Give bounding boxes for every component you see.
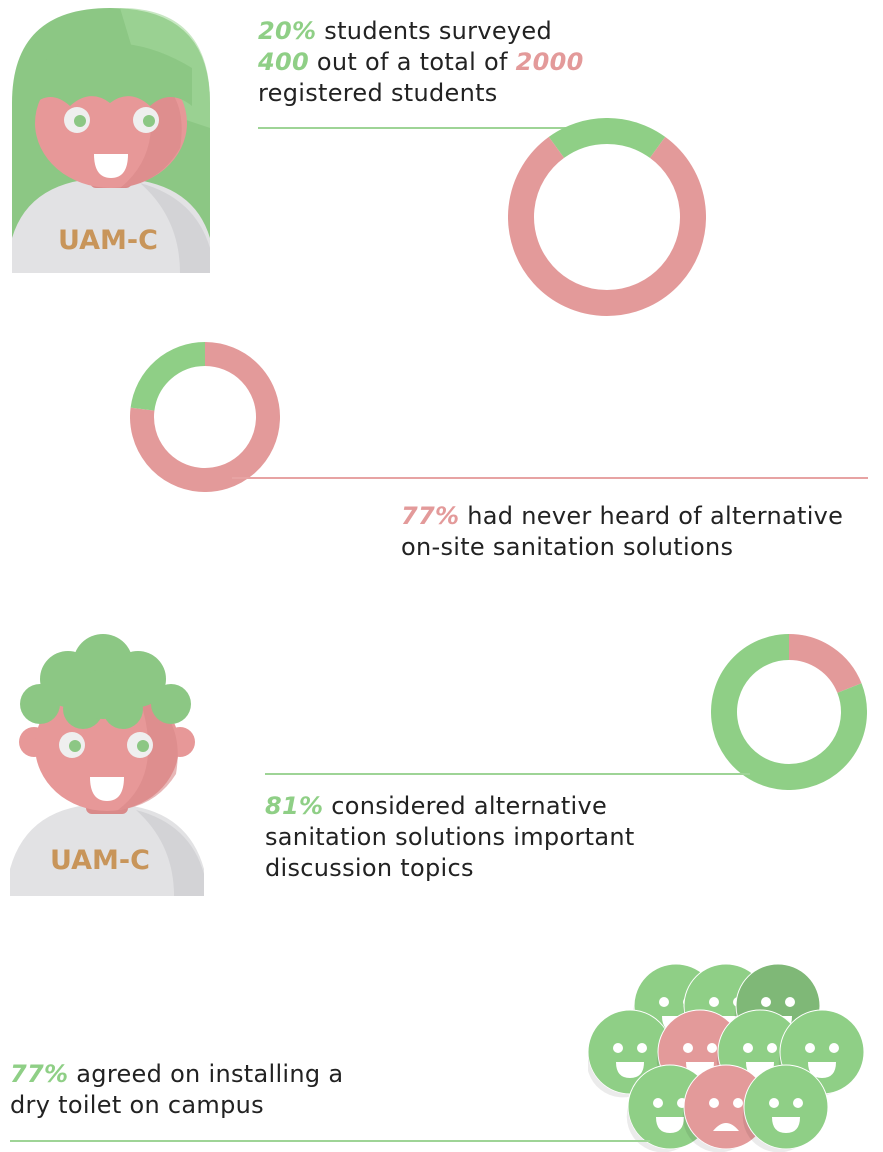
badge-label-1: UAM-C bbox=[58, 225, 158, 256]
donut-chart-2 bbox=[130, 342, 280, 492]
donut-chart-1 bbox=[508, 118, 706, 316]
stat-3-line2: sanitation solutions important bbox=[265, 823, 635, 851]
stat-1-text: 20% students surveyed 400 out of a total… bbox=[258, 16, 584, 109]
stat-1-rule bbox=[258, 127, 568, 129]
sad-face-icon bbox=[682, 1064, 769, 1152]
girl-avatar bbox=[12, 8, 210, 273]
donut-1-segment-surveyed bbox=[548, 118, 666, 159]
stat-3-rule bbox=[265, 773, 750, 775]
donut-1-segments bbox=[508, 118, 706, 316]
stat-2-line2: on-site sanitation solutions bbox=[401, 533, 734, 561]
stat-1-line1: students surveyed bbox=[316, 17, 553, 45]
smiley-crowd bbox=[588, 963, 865, 1152]
stat-1-mid: out of a total of bbox=[309, 48, 516, 76]
boy-avatar bbox=[10, 634, 204, 896]
happy-face-icon bbox=[742, 1064, 829, 1152]
donut-2-segment-had-heard bbox=[130, 342, 206, 412]
stat-4-line2: dry toilet on campus bbox=[10, 1091, 264, 1119]
stat-2-percent: 77% bbox=[401, 502, 460, 530]
stat-3-line3: discussion topics bbox=[265, 854, 474, 882]
stat-4-line1: agreed on installing a bbox=[68, 1060, 344, 1088]
stat-1-total: 2000 bbox=[515, 48, 584, 76]
stat-2-rule bbox=[232, 477, 868, 479]
stat-3-text: 81% considered alternative sanitation so… bbox=[265, 791, 635, 884]
donut-3-segments bbox=[711, 634, 867, 790]
stat-4-text: 77% agreed on installing a dry toilet on… bbox=[10, 1059, 343, 1121]
donut-2-segment-never-heard bbox=[130, 342, 280, 492]
donut-1-segment-not-surveyed bbox=[508, 136, 706, 316]
stat-4-rule bbox=[10, 1140, 650, 1142]
donut-3-segment-important bbox=[711, 634, 867, 790]
donut-3-segment-not-important bbox=[788, 634, 862, 694]
stat-1-count: 400 bbox=[258, 48, 309, 76]
stat-4-percent: 77% bbox=[10, 1060, 69, 1088]
stat-1-percent: 20% bbox=[258, 17, 317, 45]
stat-2-line1: had never heard of alternative bbox=[459, 502, 844, 530]
stat-3-percent: 81% bbox=[265, 792, 324, 820]
badge-label-2: UAM-C bbox=[50, 845, 150, 876]
donut-2-segments bbox=[130, 342, 280, 492]
donut-chart-3 bbox=[711, 634, 867, 790]
stat-2-text: 77% had never heard of alternative on-si… bbox=[401, 501, 843, 563]
stat-3-line1: considered alternative bbox=[323, 792, 608, 820]
stat-1-line3: registered students bbox=[258, 79, 498, 107]
